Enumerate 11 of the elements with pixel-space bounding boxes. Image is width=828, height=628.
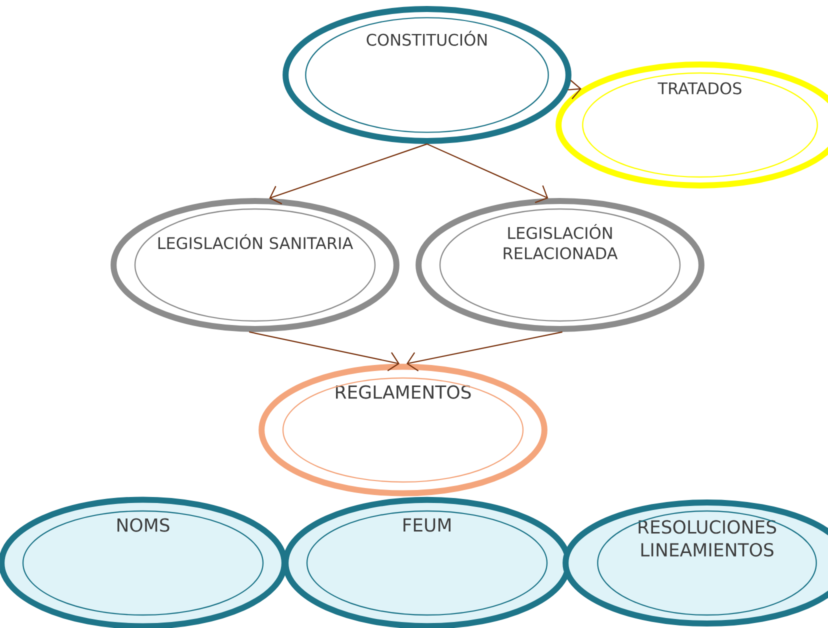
ellipse-node: REGLAMENTOS: [258, 364, 548, 496]
ellipse-node: NOMS: [0, 496, 288, 628]
ellipse-node: LEGISLACIÓN RELACIONADA: [416, 198, 704, 332]
ellipse-node: LEGISLACIÓN SANITARIA: [110, 198, 400, 332]
arrow: [269, 143, 428, 204]
arrow: [406, 331, 562, 372]
ellipse-node: CONSTITUCIÓN: [282, 6, 572, 144]
ellipse-node: TRATADOS: [556, 62, 828, 188]
ellipse-node: RESOLUCIONES LINEAMIENTOS: [562, 499, 828, 627]
arrow: [426, 143, 548, 204]
arrow: [249, 331, 400, 372]
